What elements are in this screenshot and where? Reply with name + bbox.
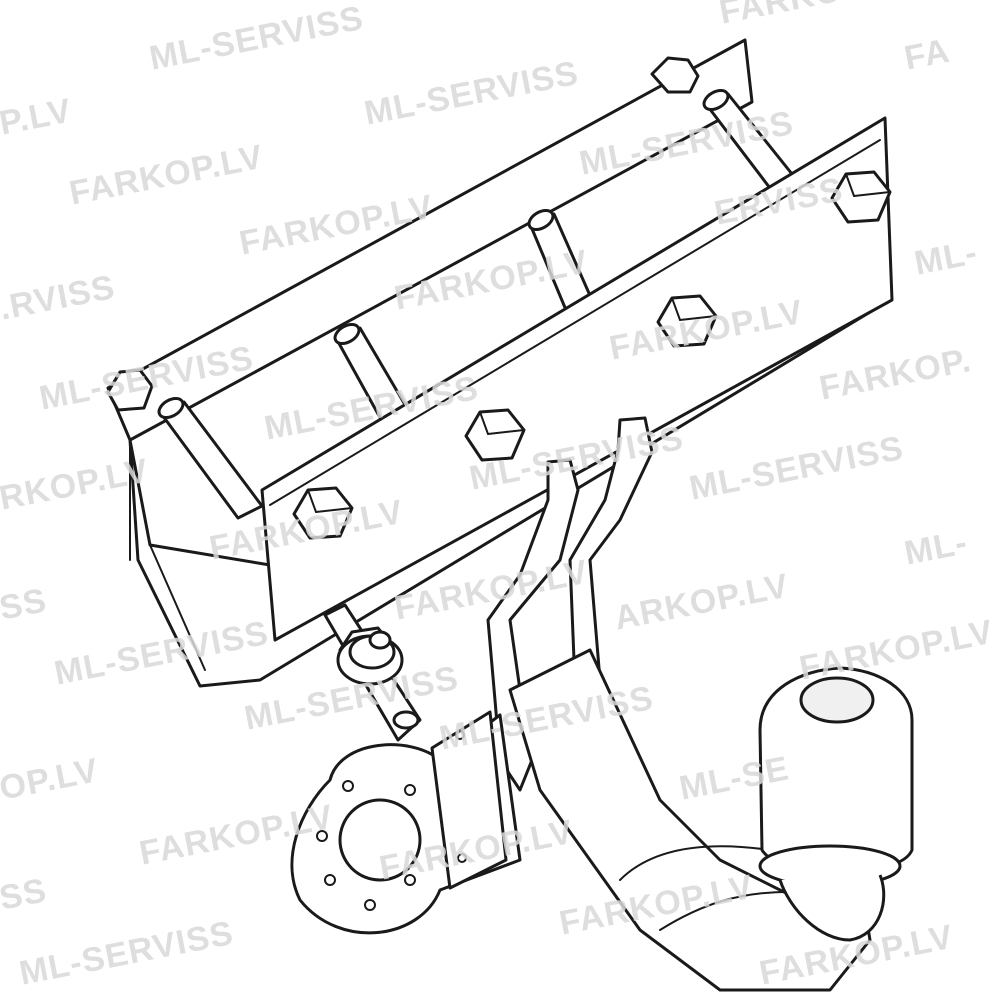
frame-cross-pins	[157, 89, 802, 520]
front-plate-bolts	[292, 170, 892, 540]
mounting-frame-front-plate	[260, 116, 894, 642]
hitch-neck	[508, 648, 872, 992]
tow-ball	[758, 666, 914, 942]
socket-bracket	[290, 710, 522, 935]
center-mount-stud	[323, 603, 422, 742]
rear-bolt-heads	[106, 56, 700, 412]
